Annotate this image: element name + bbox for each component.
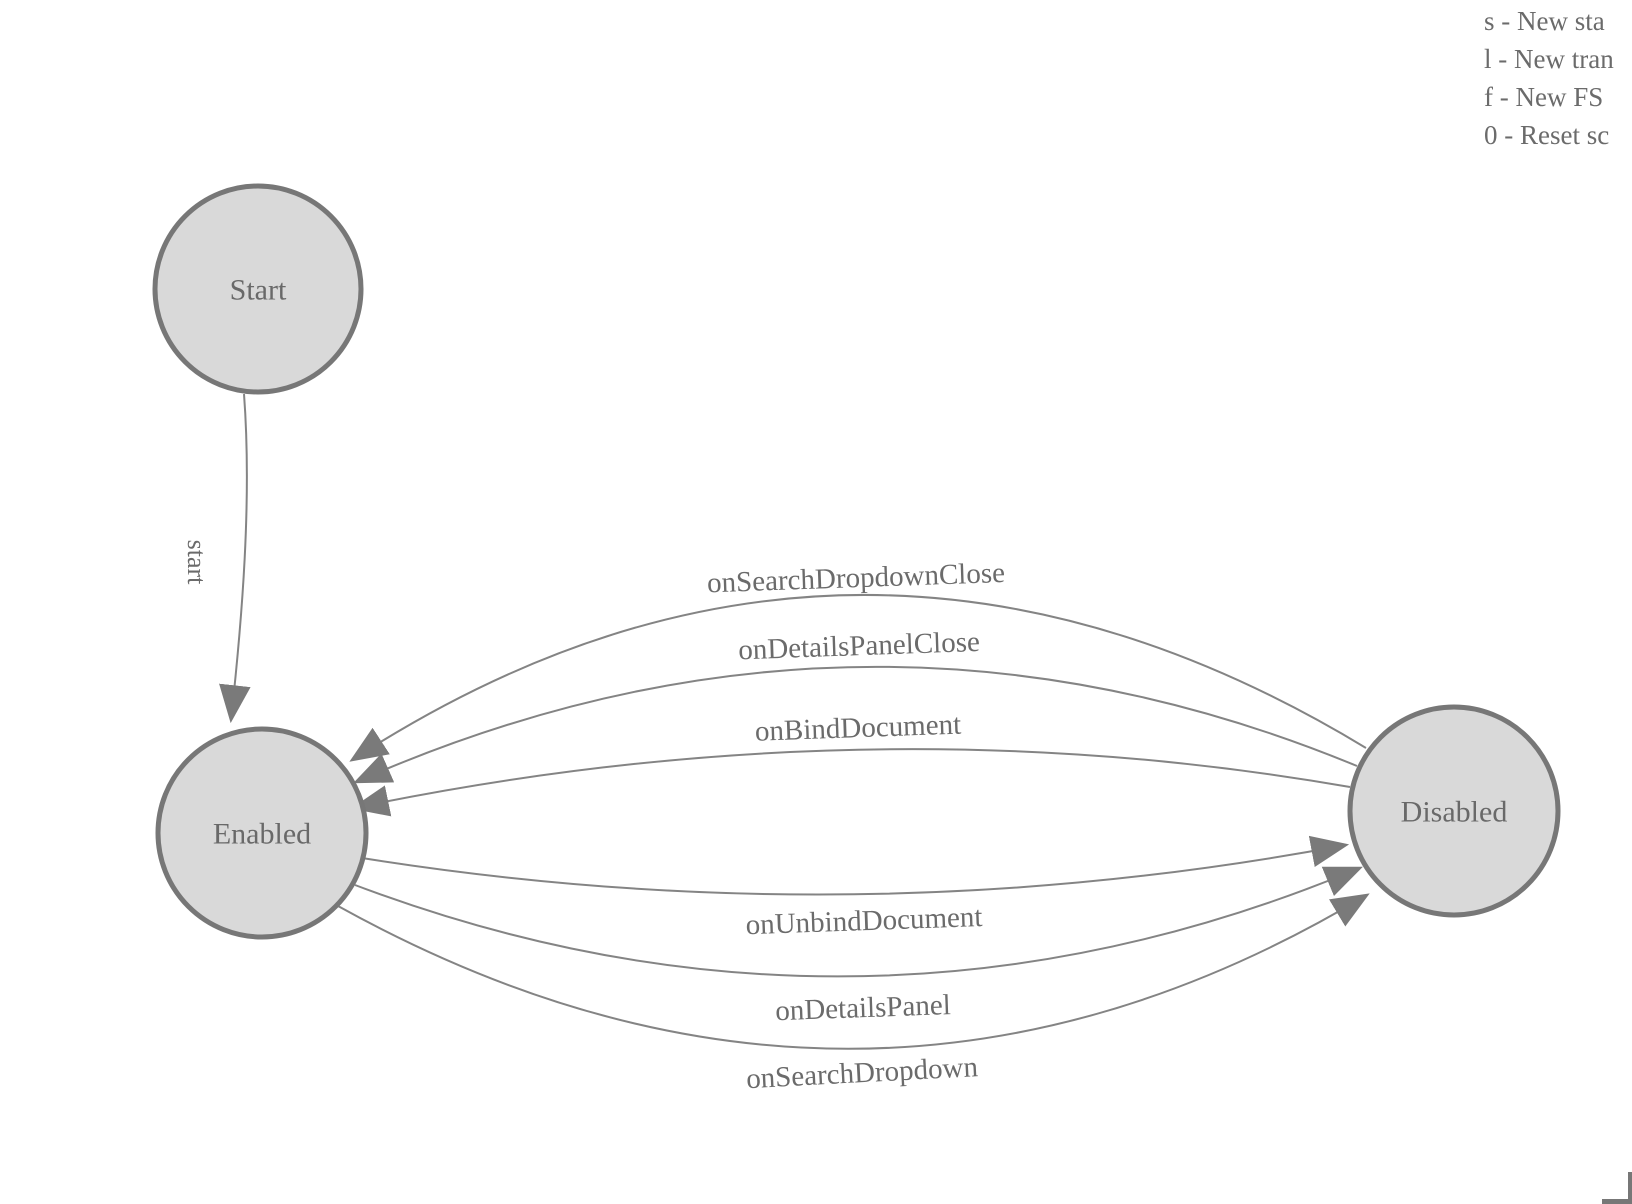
node-disabled-label: Disabled: [1401, 796, 1508, 829]
legend-line-new-state: s - New sta: [1484, 6, 1605, 36]
vertical-scrollbar-thumb[interactable]: [1628, 1172, 1632, 1204]
edge-onDetailsPanelClose[interactable]: [353, 665, 1358, 784]
edge-label-onBindDocument[interactable]: onBindDocument: [754, 709, 961, 748]
legend-line-new-transition: l - New tran: [1484, 44, 1614, 74]
edge-label-start[interactable]: start: [182, 540, 211, 586]
node-enabled-label: Enabled: [213, 818, 311, 851]
edge-label-layer: start onSearchDropdownClose onDetailsPan…: [182, 540, 1006, 1096]
node-start-circle[interactable]: [152, 183, 364, 395]
node-start[interactable]: Start: [152, 183, 364, 395]
node-layer: Start Enabled Disabled: [152, 183, 1561, 940]
node-enabled[interactable]: Enabled: [155, 726, 369, 940]
edge-label-onSearchDropdown[interactable]: onSearchDropdown: [745, 1051, 979, 1095]
edge-start[interactable]: [219, 393, 251, 724]
edge-onBindDocument[interactable]: [350, 748, 1351, 817]
node-start-label: Start: [230, 274, 287, 307]
node-enabled-circle[interactable]: [155, 726, 369, 940]
edge-label-onUnbindDocument[interactable]: onUnbindDocument: [745, 901, 983, 941]
legend-line-new-fsm: f - New FS: [1484, 82, 1604, 112]
edge-onDetailsPanel[interactable]: [354, 866, 1363, 978]
node-disabled-circle[interactable]: [1347, 704, 1561, 918]
horizontal-scrollbar-thumb[interactable]: [1602, 1199, 1632, 1204]
shortcut-legend: s - New sta l - New tran f - New FS 0 - …: [1484, 2, 1632, 154]
edge-label-onSearchDropdownClose[interactable]: onSearchDropdownClose: [707, 557, 1006, 599]
legend-line-reset: 0 - Reset sc: [1484, 120, 1610, 150]
edge-onUnbindDocument[interactable]: [361, 835, 1350, 896]
edge-onSearchDropdownClose[interactable]: [349, 594, 1367, 762]
edge-label-onDetailsPanel[interactable]: onDetailsPanel: [775, 989, 952, 1027]
edge-label-onDetailsPanelClose[interactable]: onDetailsPanelClose: [738, 626, 981, 666]
node-disabled[interactable]: Disabled: [1347, 704, 1561, 918]
edge-layer: [219, 393, 1370, 1050]
edge-onSearchDropdown[interactable]: [337, 893, 1370, 1050]
